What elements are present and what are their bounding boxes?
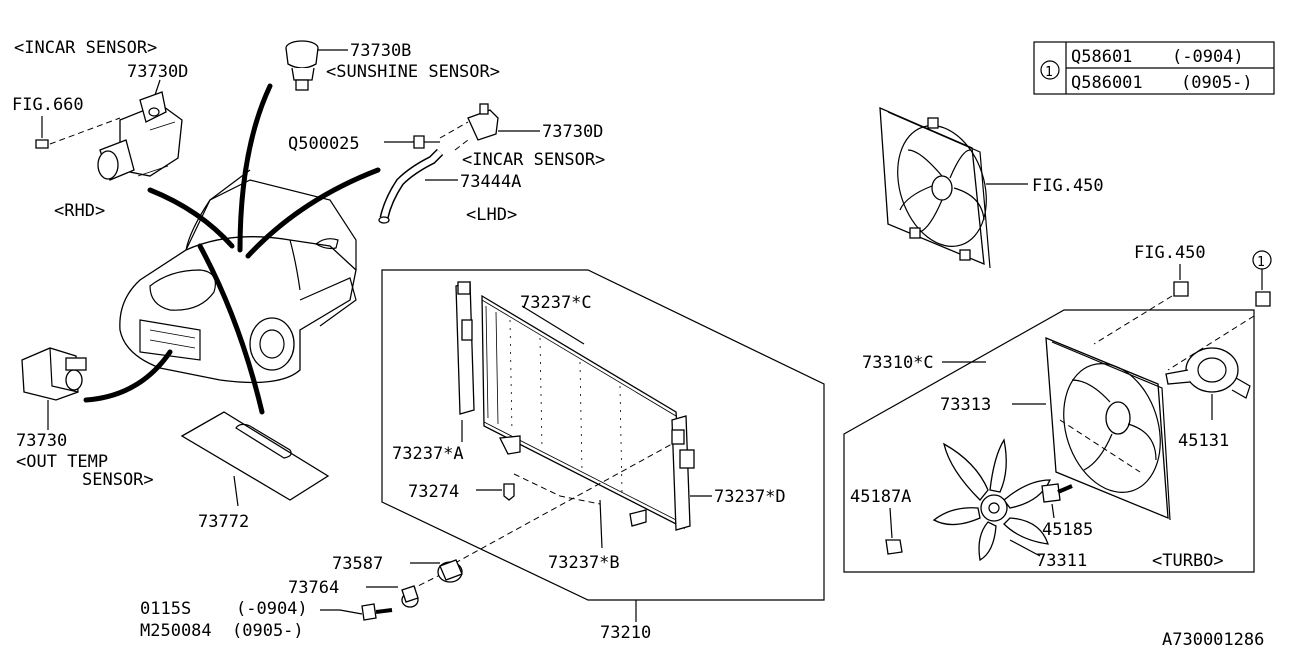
condenser-right-tank <box>671 415 695 531</box>
fan-shroud-fig450: FIG.450 <box>879 106 1104 269</box>
condenser-frame-box <box>381 269 825 601</box>
harness-incar-lhd <box>245 167 381 259</box>
incar-sensor-lhd-group: Q500025 73730D <INCAR SENSOR> 73444A <LH… <box>288 103 605 225</box>
harness-duct <box>197 243 265 415</box>
harness-out-temp <box>83 349 173 403</box>
label-73210: 73210 <box>600 623 651 643</box>
legend-row-2-part: Q586001 <box>1071 73 1143 93</box>
harness-incar-rhd <box>147 187 235 249</box>
legend-symbol: 1 <box>1045 65 1053 80</box>
label-73313: 73313 <box>940 395 991 415</box>
nut-45187a <box>885 539 903 555</box>
legend-row-1-range: (-0904) <box>1172 47 1244 67</box>
incar-sensor-rhd-group: <INCAR SENSOR> 73730D FIG.660 <RHD> <box>12 38 188 221</box>
mount-parts-group: 73587 73764 0115S (-0904) M250084 (0905-… <box>140 554 463 641</box>
label-rhd: <RHD> <box>54 201 105 221</box>
label-fig450-right: FIG.450 <box>1134 243 1206 263</box>
label-73587: 73587 <box>332 554 383 574</box>
cushion-73587 <box>437 559 463 583</box>
label-73274: 73274 <box>408 482 459 502</box>
label-73237a: 73237*A <box>392 444 464 464</box>
label-73444a: 73444A <box>460 172 521 192</box>
shroud-73313 <box>1045 336 1171 521</box>
condenser-core <box>481 294 685 530</box>
bolt-fig450 <box>1173 281 1189 297</box>
screw-q500025 <box>413 135 425 149</box>
diagram-id: A730001286 <box>1162 630 1264 650</box>
label-out-temp-2: SENSOR> <box>82 470 154 490</box>
incar-sensor-lhd <box>467 103 499 141</box>
bolt-73274 <box>503 483 515 501</box>
label-45187a: 45187A <box>850 487 911 507</box>
condenser-assembly-group: 73210 73237*C <box>381 269 825 643</box>
label-0115s: 0115S <box>140 599 191 619</box>
label-73311: 73311 <box>1036 551 1087 571</box>
collar-73764 <box>401 585 419 608</box>
label-45131: 45131 <box>1178 431 1229 451</box>
label-45185: 45185 <box>1042 520 1093 540</box>
label-turbo: <TURBO> <box>1152 551 1224 571</box>
bolt-0115s <box>361 603 393 621</box>
harness-sunshine <box>237 83 273 253</box>
legend-row-2-range: (0905-) <box>1181 73 1253 93</box>
screw-fig660 <box>35 139 49 149</box>
duct-73772 <box>180 411 330 501</box>
fan-frame-box <box>843 309 1255 573</box>
label-out-temp-1: <OUT TEMP <box>16 452 108 472</box>
duct-73772-group: 73772 <box>180 411 330 532</box>
legend-ref-circle <box>1040 60 1060 80</box>
label-incar-sensor-rhd: <INCAR SENSOR> <box>14 38 157 58</box>
label-fig660: FIG.660 <box>12 95 84 115</box>
legend-table: 1 Q58601 (-0904) Q586001 (0905-) <box>1033 41 1275 95</box>
label-73237c: 73237*C <box>520 293 592 313</box>
legend-row-1-part: Q58601 <box>1071 47 1132 67</box>
vehicle-body <box>119 169 357 384</box>
label-73764: 73764 <box>288 578 339 598</box>
label-q500025: Q500025 <box>288 134 360 154</box>
fan-assembly-group: FIG.450 1 73310*C 73313 <box>843 243 1272 573</box>
condenser-left-tank <box>455 281 475 415</box>
out-temp-sensor <box>21 347 87 401</box>
label-73730d-lhd: 73730D <box>542 122 603 142</box>
label-73730d-rhd: 73730D <box>127 62 188 82</box>
bolt-q58601 <box>1255 291 1271 307</box>
label-sunshine-sensor: <SUNSHINE SENSOR> <box>326 62 500 82</box>
label-range-0904: (-0904) <box>236 599 308 619</box>
bolt-45185 <box>1041 483 1073 503</box>
label-73772: 73772 <box>198 512 249 532</box>
label-fig450-top: FIG.450 <box>1032 176 1104 196</box>
sunshine-sensor <box>285 40 319 91</box>
label-73237b: 73237*B <box>548 553 620 573</box>
hose-73444a <box>378 148 444 224</box>
incar-sensor-rhd <box>97 91 183 181</box>
fan-73311 <box>932 438 1052 562</box>
label-73310c: 73310*C <box>862 353 934 373</box>
label-range-0905: (0905-) <box>232 621 304 641</box>
label-73237d: 73237*D <box>714 487 786 507</box>
label-incar-sensor-lhd: <INCAR SENSOR> <box>462 150 605 170</box>
motor-45131 <box>1165 347 1251 399</box>
out-temp-sensor-group: 73730 <OUT TEMP SENSOR> <box>16 347 154 490</box>
label-ref-circle: 1 <box>1257 255 1265 270</box>
label-73730: 73730 <box>16 431 67 451</box>
label-m250084: M250084 <box>140 621 212 641</box>
label-lhd: <LHD> <box>466 205 517 225</box>
label-73730b: 73730B <box>350 41 411 61</box>
sunshine-sensor-group: 73730B <SUNSHINE SENSOR> <box>285 40 500 91</box>
